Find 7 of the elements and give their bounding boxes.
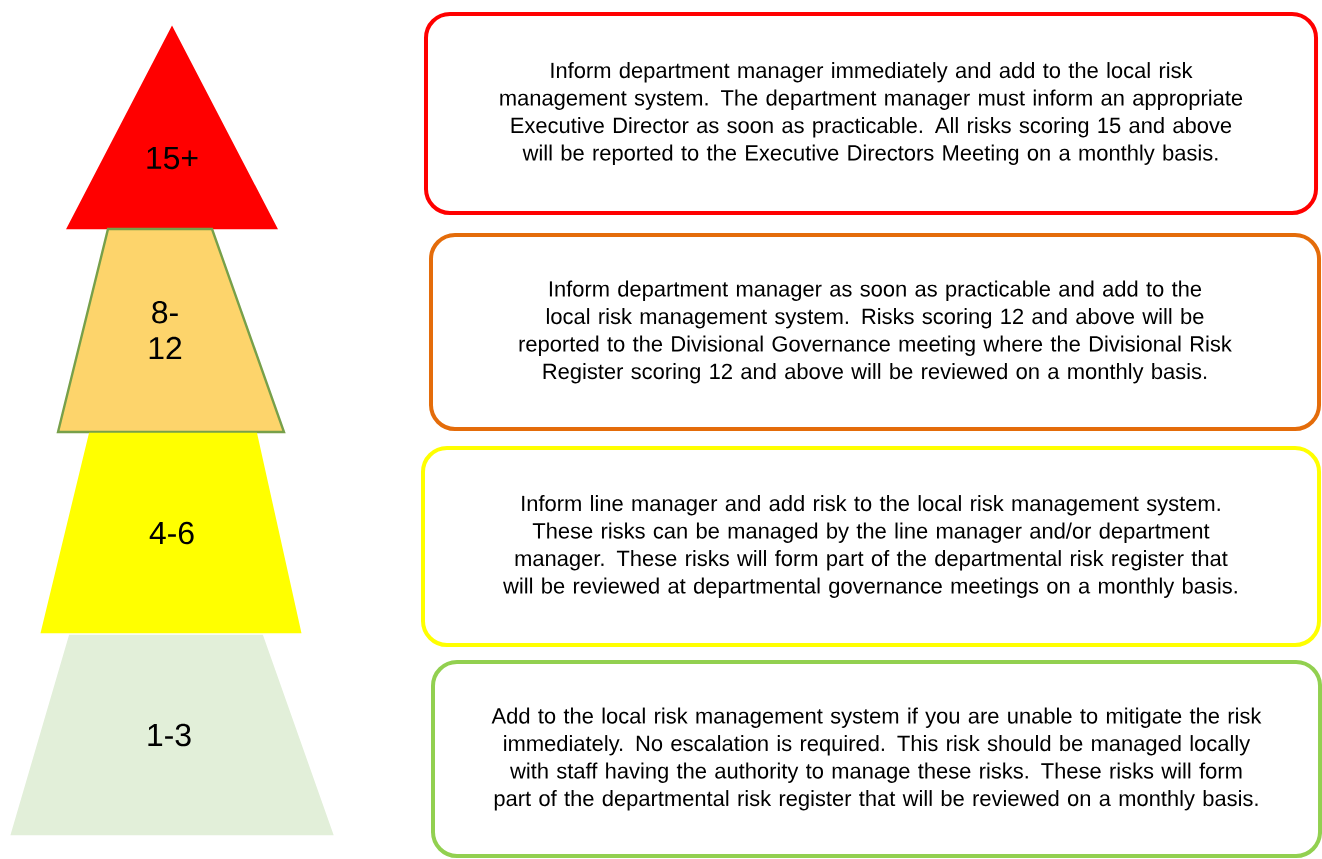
pyramid-tier: 1-3 [10, 634, 334, 836]
text-box: Add to the local risk management system if you are unable to mitigate the risk immediately. No escalation is required. This risk should be managed locally with staff having the authority to manage these risks. These risks will form part of the departmental risk register that will be reviewed on a monthly basis. [431, 660, 1322, 858]
text-box: Inform department manager immediately and add to the local risk management system. The department manager must inform an appropriate Executive Director as soon as practicable. All risks scoring 15 and above will be reported to the Executive Directors Meeting on a monthly basis. [424, 12, 1319, 215]
text-box: Inform department manager as soon as practicable and add to the local risk management system. Risks scoring 12 and above will be reported to the Divisional Governance meeting where the Divisional Risk Register scoring 12 and above will be reviewed on a monthly basis. [429, 233, 1322, 431]
pyramid-tier: 4-6 [40, 432, 302, 634]
text-box: Inform line manager and add risk to the local risk management system. These risks can be managed by the line manager and/or department manager. These risks will form part of the departmental risk register that will be reviewed at departmental governance meetings on a monthly basis. [421, 446, 1322, 647]
pyramid-tier: 8- 12 [56, 227, 286, 434]
